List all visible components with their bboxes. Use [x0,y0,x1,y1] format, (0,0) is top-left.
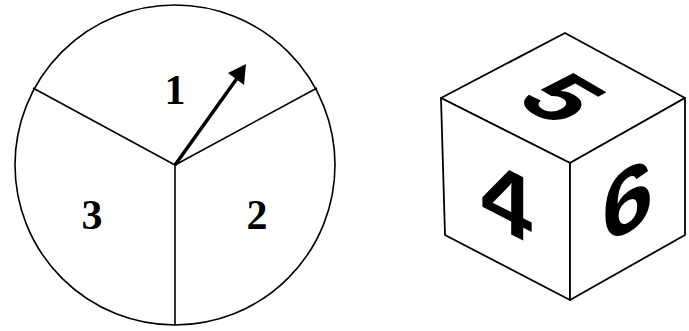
sector-divider [174,165,176,325]
sector-divider [33,88,175,165]
die [441,33,685,300]
sector-divider [175,88,317,165]
sector-number: 3 [82,194,103,236]
spinner-circle [15,5,335,325]
die-face-number: 4 [481,141,532,259]
arrow-head [228,64,246,85]
sector-number: 2 [247,194,268,236]
spinner [15,5,335,325]
die-right-face [570,98,685,300]
sector-number: 1 [165,69,186,111]
